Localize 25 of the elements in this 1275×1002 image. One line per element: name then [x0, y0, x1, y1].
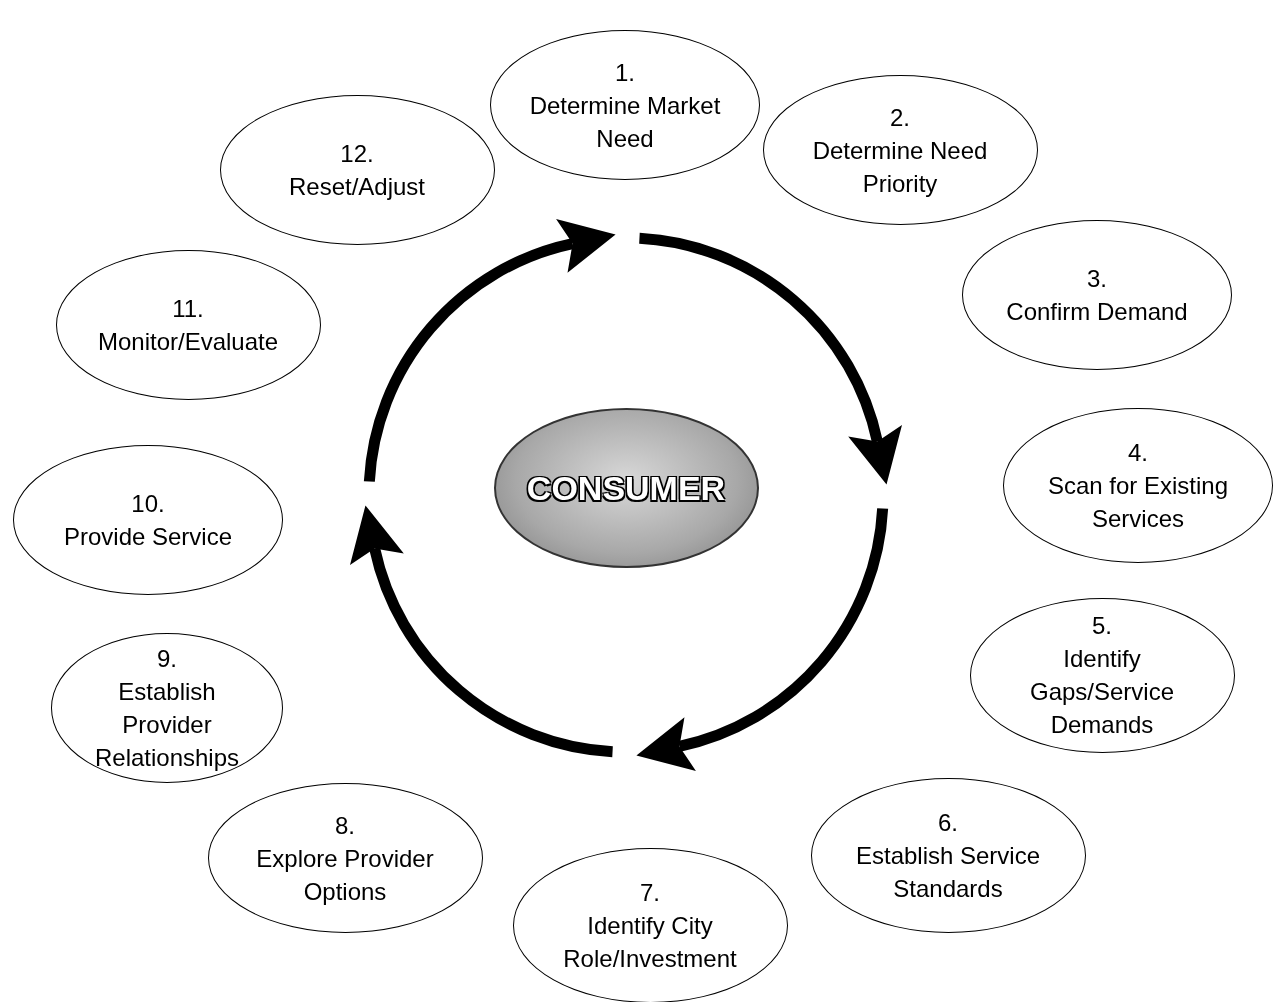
step-number: 3. [1087, 264, 1107, 294]
step-number: 9. [157, 644, 177, 674]
step-label: Determine Need Priority [811, 135, 989, 199]
step-label: Scan for Existing Services [1046, 470, 1230, 534]
step-label: Provide Service [63, 522, 233, 552]
step-label: Confirm Demand [1006, 297, 1188, 327]
step-label: Establish Provider Relationships [93, 677, 241, 773]
step-label: Establish Service Standards [854, 840, 1042, 904]
step-number: 10. [131, 489, 165, 519]
step-number: 4. [1128, 437, 1148, 468]
step-label: Explore Provider Options [255, 843, 435, 907]
step-label: Identify Gaps/Service Demands [1028, 644, 1176, 740]
step-label: Reset/Adjust [288, 172, 426, 202]
step-number: 7. [640, 877, 660, 908]
step-number: 2. [890, 102, 910, 133]
center-label: CONSUMER [526, 471, 726, 505]
step-number: 8. [335, 810, 355, 841]
step-number: 5. [1092, 611, 1112, 641]
step-number: 12. [340, 139, 374, 169]
step-label: Monitor/Evaluate [97, 327, 279, 357]
step-label: Determine Market Need [528, 90, 722, 154]
step-number: 11. [172, 294, 204, 324]
step-number: 6. [938, 807, 958, 838]
step-label: Identify City Role/Investment [562, 910, 738, 974]
step-number: 1. [615, 57, 635, 88]
